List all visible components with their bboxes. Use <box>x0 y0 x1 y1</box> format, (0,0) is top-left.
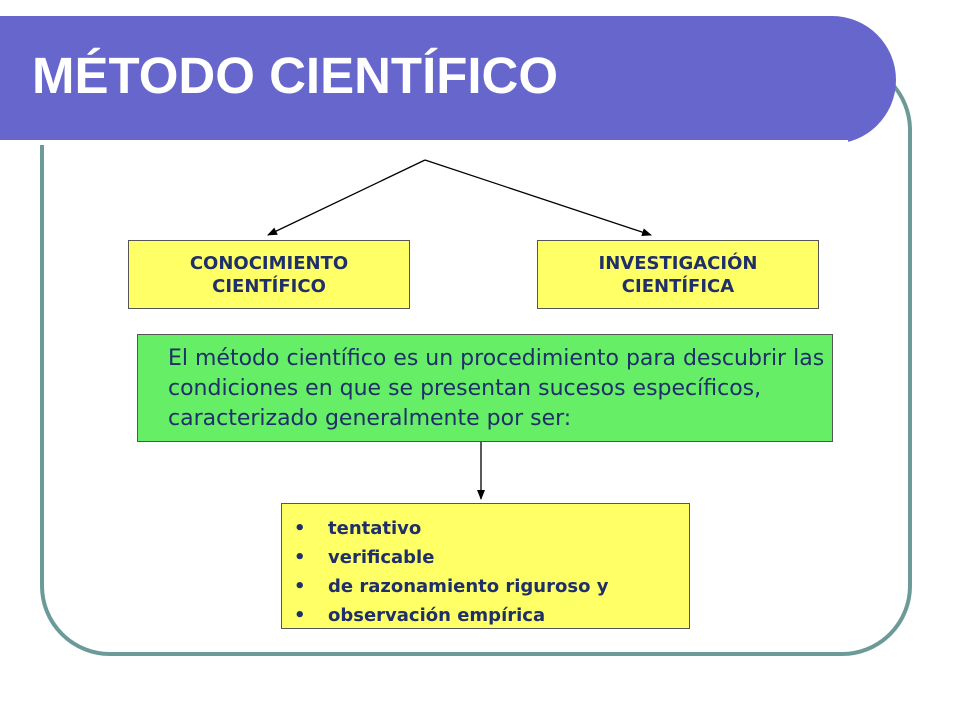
box-scientific-knowledge-label: CONOCIMIENTO CIENTÍFICO <box>189 252 349 297</box>
bullet-icon: • <box>294 518 306 539</box>
box-method-traits: • tentativo • verificable • de razonamiento… <box>281 503 690 629</box>
trait-item: • verificable <box>282 543 689 572</box>
header-underline <box>0 140 848 145</box>
box-scientific-research-label: INVESTIGACIÓN CIENTÍFICA <box>598 252 758 297</box>
trait-label: observación empírica <box>328 605 546 626</box>
arrow-to-knowledge <box>267 159 426 236</box>
trait-item: • observación empírica <box>282 601 689 630</box>
bullet-icon: • <box>294 576 306 597</box>
bullet-icon: • <box>294 547 306 568</box>
trait-item: • tentativo <box>282 514 689 543</box>
box-scientific-knowledge: CONOCIMIENTO CIENTÍFICO <box>128 240 410 309</box>
trait-label: de razonamiento riguroso y <box>328 576 609 597</box>
box-scientific-research: INVESTIGACIÓN CIENTÍFICA <box>537 240 819 309</box>
slide-header: MÉTODO CIENTÍFICO <box>0 16 896 145</box>
method-definition-text: El método científico es un procedimiento… <box>168 346 825 431</box>
box-method-definition: El método científico es un procedimiento… <box>137 334 833 442</box>
bullet-icon: • <box>294 605 306 626</box>
slide-title: MÉTODO CIENTÍFICO <box>32 47 559 104</box>
arrow-to-research <box>424 159 652 236</box>
trait-label: tentativo <box>328 518 422 539</box>
trait-label: verificable <box>328 547 435 568</box>
trait-item: • de razonamiento riguroso y <box>282 572 689 601</box>
